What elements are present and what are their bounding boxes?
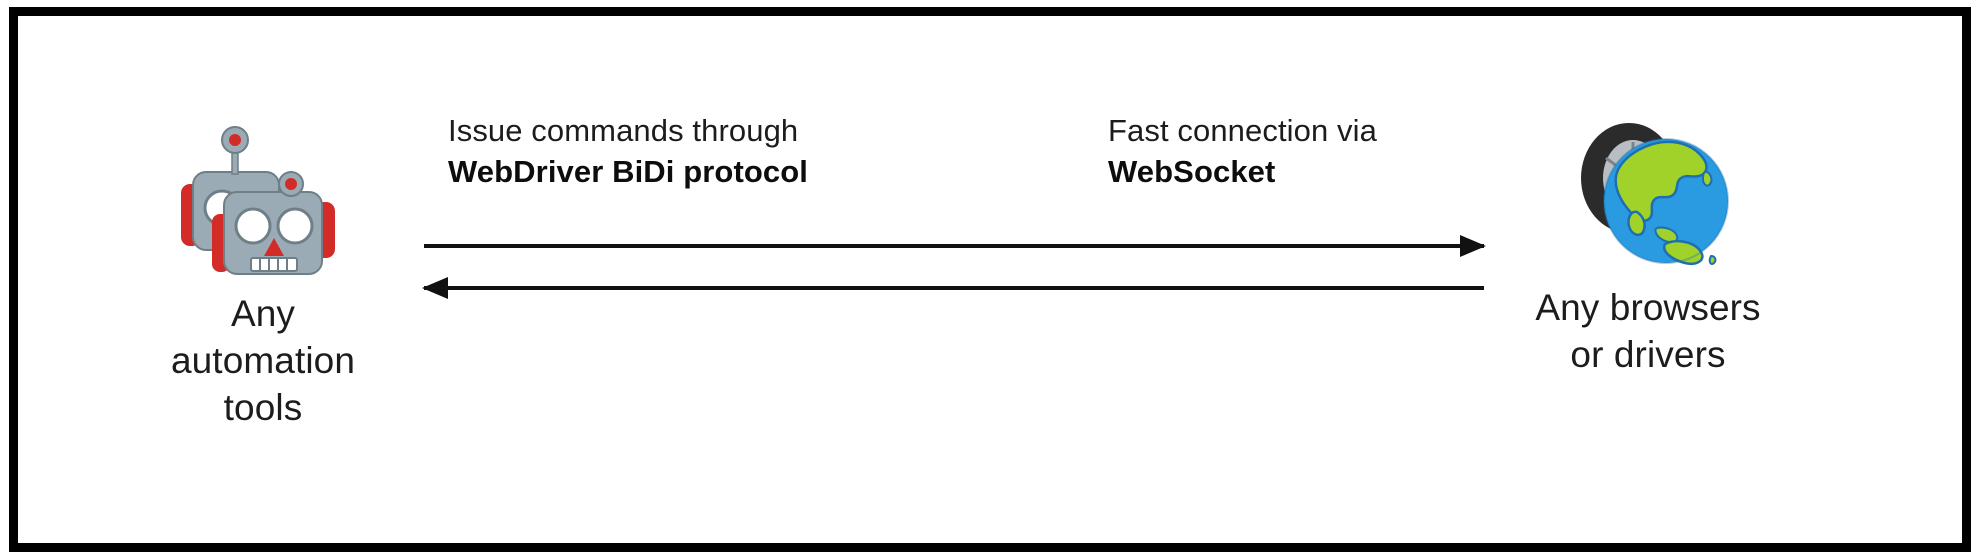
diagram-inner-area: Any automation tools Issue commands thro… [18, 16, 1962, 543]
bidirectional-arrows [422, 235, 1486, 306]
node-automation-tools: Any automation tools [118, 126, 408, 431]
diagram-frame: Any automation tools Issue commands thro… [9, 7, 1971, 552]
caption-left-line1: Issue commands through [448, 113, 799, 148]
globe-and-wheel-icon [1561, 116, 1736, 276]
node-browsers-drivers: Any browsers or drivers [1473, 116, 1823, 378]
caption-right-line2: WebSocket [1108, 154, 1276, 189]
node-label-automation-tools: Any automation tools [170, 293, 356, 428]
earth-globe-icon [1602, 138, 1729, 265]
caption-left-line2: WebDriver BiDi protocol [448, 154, 808, 189]
arrow-right-icon [1460, 235, 1486, 257]
arrow-forward-line [424, 244, 1484, 248]
arrow-left-icon [422, 277, 448, 299]
caption-right-line1: Fast connection via [1108, 113, 1377, 148]
node-label-browsers-drivers: Any browsers or drivers [1535, 287, 1761, 375]
arrow-backward-line [424, 286, 1484, 290]
robot-icon [163, 126, 363, 276]
caption-webdriver-bidi: Issue commands through WebDriver BiDi pr… [448, 111, 918, 193]
caption-websocket: Fast connection via WebSocket [1108, 111, 1528, 193]
